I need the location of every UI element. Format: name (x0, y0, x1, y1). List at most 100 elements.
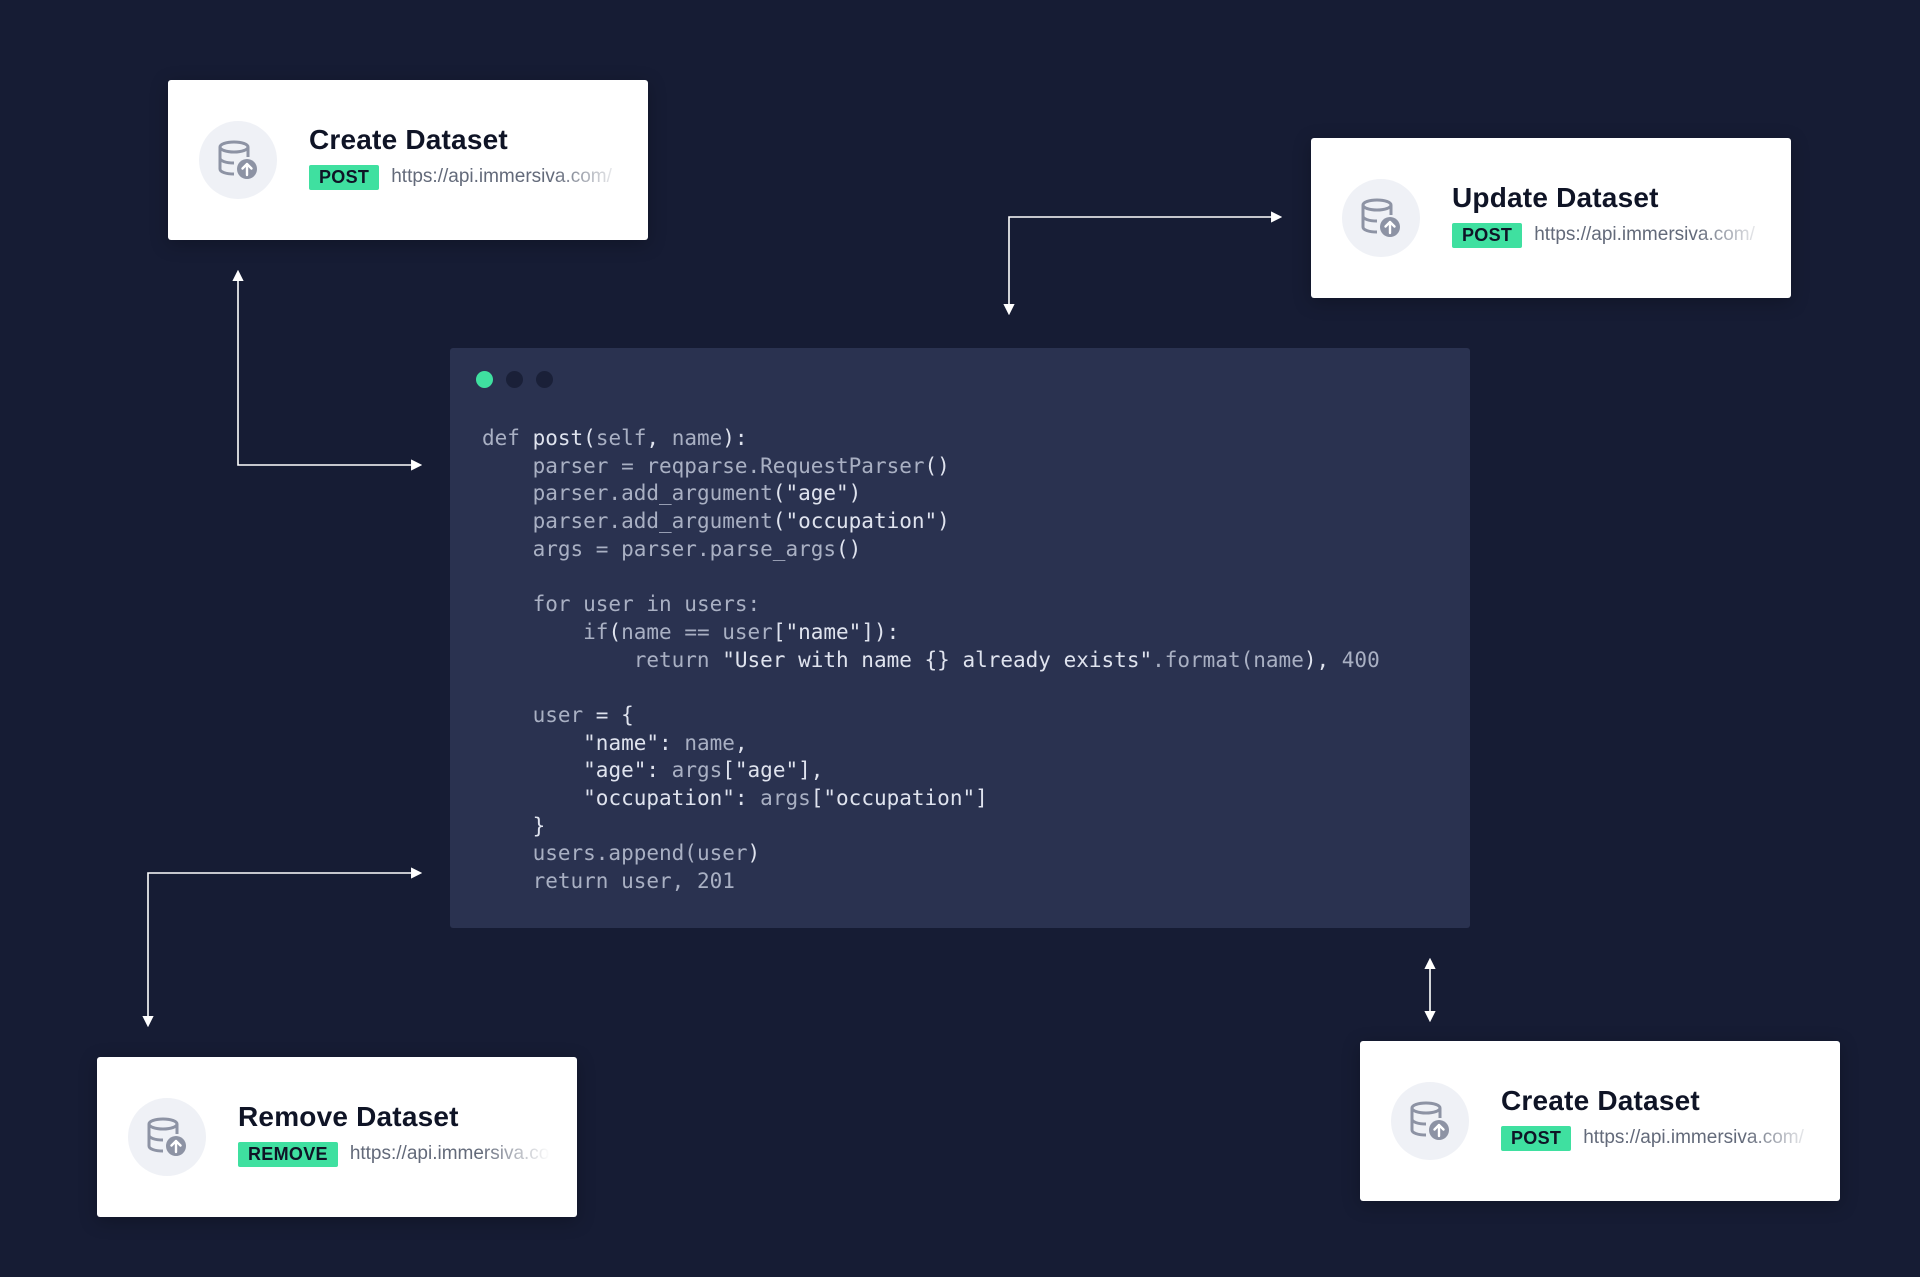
endpoint-url[interactable]: https://api.immersiva.com/ (391, 166, 612, 187)
code-token: name == user (621, 619, 773, 644)
code-line: parser.add_argument("age") (482, 480, 1380, 508)
database-upload-icon (199, 121, 277, 199)
code-token: "occupation" (583, 785, 735, 810)
method-badge: POST (309, 164, 380, 190)
code-token: def (482, 426, 533, 450)
code-token: ["age"], (722, 758, 824, 783)
code-line: def post(self, name): (482, 425, 1380, 453)
code-token: () (836, 536, 862, 561)
window-dot-dark[interactable] (506, 371, 523, 388)
code-line: for user in users: (482, 591, 1380, 619)
card-create-dataset-top[interactable]: Create Dataset POST https://api.immersiv… (168, 80, 648, 240)
code-line: if(name == user["name"]): (482, 619, 1380, 647)
database-icon-graphic (1361, 198, 1400, 237)
code-token (482, 648, 634, 672)
code-line: parser = reqparse.RequestParser() (482, 453, 1380, 481)
code-token (482, 814, 533, 838)
code-token: ) (747, 841, 761, 866)
endpoint-row: POST https://api.immersiva.com/ (309, 164, 624, 190)
method-badge: POST (1452, 222, 1523, 248)
code-editor-window: def post(self, name): parser = reqparse.… (450, 348, 1470, 928)
code-token: users.append( (532, 841, 697, 866)
code-token: "User with name {} already exists" (722, 647, 1153, 672)
code-token (482, 869, 533, 893)
endpoint-url[interactable]: https://api.immersiva.com/ (1583, 1127, 1804, 1148)
code-token: name (1253, 647, 1304, 672)
database-icon-graphic (218, 140, 257, 179)
url-container: https://api.immersiva.com/ (350, 1141, 550, 1167)
code-token: = { (583, 702, 634, 727)
code-token: , (646, 426, 672, 450)
database-icon-graphic (147, 1117, 186, 1156)
code-token (482, 731, 583, 755)
code-token: if (583, 619, 609, 644)
code-token: ["occupation"] (810, 785, 988, 810)
code-token (482, 537, 533, 561)
code-token: ("age") (772, 481, 862, 506)
card-title: Create Dataset (1501, 1085, 1700, 1116)
endpoint-row: POST https://api.immersiva.com/ (1452, 222, 1767, 248)
code-token: args (671, 758, 723, 783)
endpoint-row: POST https://api.immersiva.com/ (1501, 1125, 1816, 1151)
code-line (482, 674, 1380, 702)
code-token: name (684, 730, 735, 755)
code-token: 201 (696, 869, 735, 893)
card-create-dataset-bottom[interactable]: Create Dataset POST https://api.immersiv… (1360, 1041, 1840, 1201)
code-token (482, 786, 583, 810)
code-token: : (646, 758, 672, 783)
code-line (482, 563, 1380, 591)
code-token: "age" (583, 758, 647, 783)
card-update-dataset[interactable]: Update Dataset POST https://api.immersiv… (1311, 138, 1791, 298)
code-token: .format( (1152, 647, 1254, 672)
database-upload-icon (1391, 1082, 1469, 1160)
code-token: user (532, 702, 584, 727)
code-line: return "User with name {} already exists… (482, 647, 1380, 675)
endpoint-url[interactable]: https://api.immersiva.com/ (349, 1143, 550, 1164)
code-token: self (595, 426, 647, 450)
code-line: user = { (482, 702, 1380, 730)
code-token: ), (1303, 647, 1342, 672)
code-token: name (671, 426, 723, 450)
code-token: parser.add_argument (532, 509, 773, 534)
code-token: ): (722, 426, 748, 450)
window-dot-dark[interactable] (536, 371, 553, 388)
code-token: } (532, 813, 546, 838)
endpoint-row: REMOVE https://api.immersiva.com/ (238, 1141, 550, 1167)
code-token: args (760, 785, 811, 810)
connector-remove (142, 867, 423, 1028)
code-token: parser = reqparse.RequestParser (532, 453, 925, 478)
code-line: "name": name, (482, 730, 1380, 758)
method-badge: REMOVE (238, 1141, 338, 1167)
code-token: () (924, 453, 950, 478)
code-token: user (696, 841, 748, 866)
code-token (482, 481, 533, 505)
code-line: return user, 201 (482, 868, 1380, 896)
card-title: Create Dataset (309, 124, 508, 155)
code-token: return (633, 647, 723, 672)
endpoint-url[interactable]: https://api.immersiva.com/ (1534, 224, 1755, 245)
code-token: post (532, 426, 584, 450)
code-token (482, 592, 533, 616)
code-token (482, 841, 533, 865)
code-line: "age": args["age"], (482, 757, 1380, 785)
card-title: Remove Dataset (238, 1101, 459, 1132)
code-line: args = parser.parse_args() (482, 536, 1380, 564)
code-token: : (659, 730, 685, 755)
window-dot-green[interactable] (476, 371, 493, 388)
code-token (482, 758, 583, 782)
card-title: Update Dataset (1452, 182, 1659, 213)
code-line: parser.add_argument("occupation") (482, 508, 1380, 536)
card-remove-dataset[interactable]: Remove Dataset REMOVE https://api.immers… (97, 1057, 577, 1217)
method-badge: POST (1501, 1125, 1572, 1151)
database-icon-graphic (1410, 1101, 1449, 1140)
code-line: "occupation": args["occupation"] (482, 785, 1380, 813)
code-token: ["name"]): (772, 619, 900, 644)
code-token: ( (583, 426, 596, 450)
code-line: } (482, 813, 1380, 841)
code-token: ("occupation") (772, 509, 950, 534)
code-token: for user in users: (532, 592, 761, 617)
code-token: parser.add_argument (532, 481, 773, 506)
code-token: ( (608, 619, 622, 644)
code-token (482, 620, 583, 644)
